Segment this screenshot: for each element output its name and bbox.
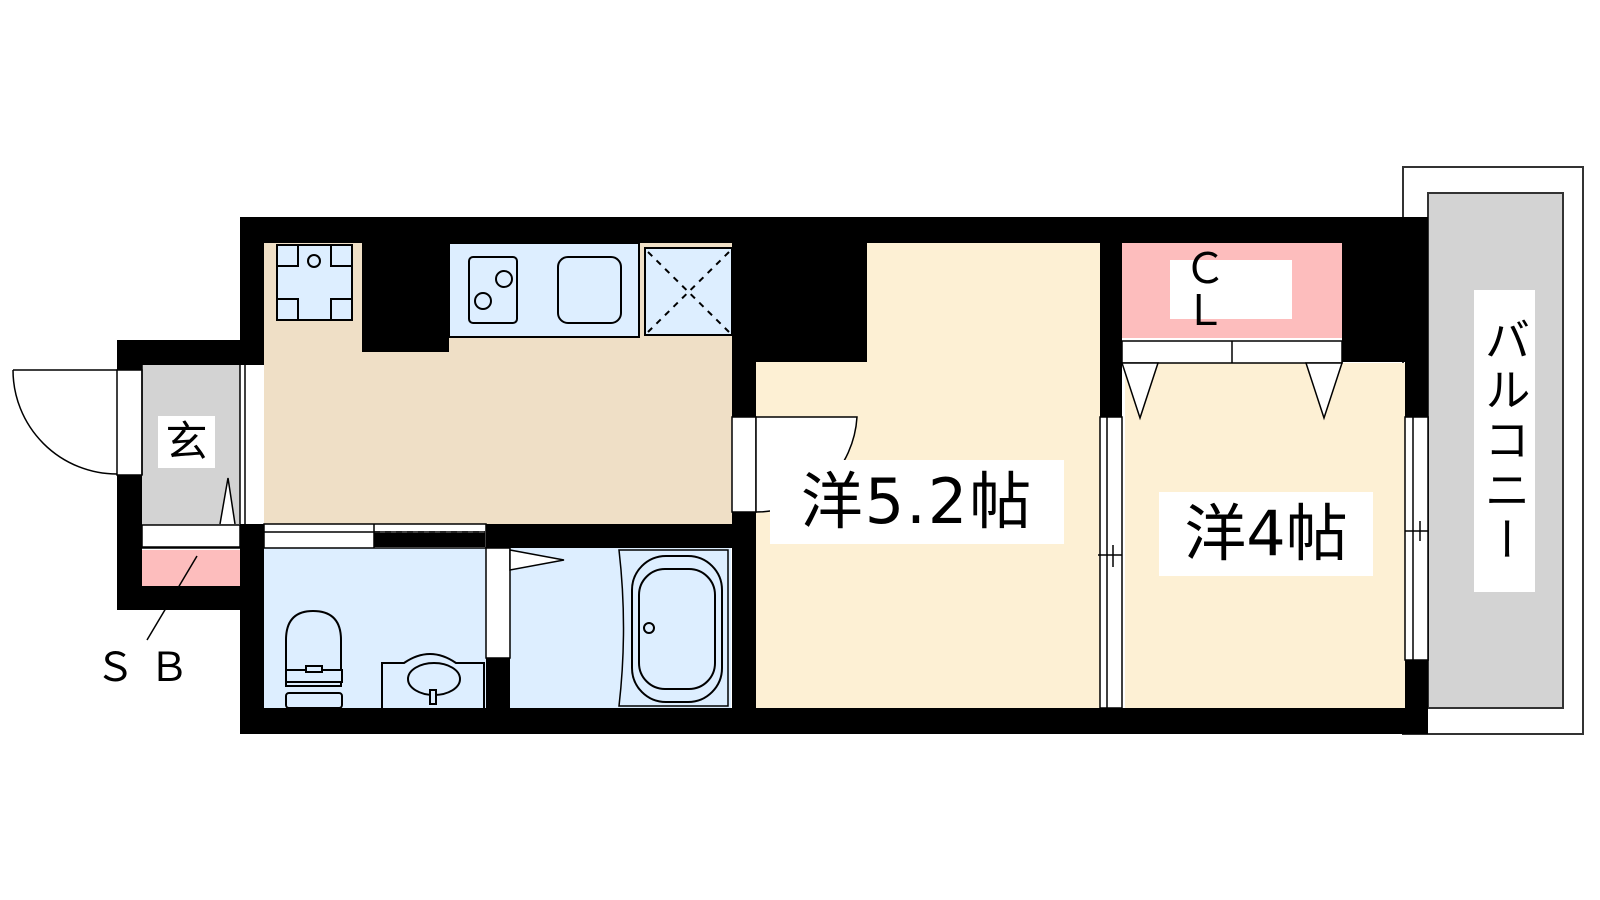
sb-leader-line [146, 555, 198, 641]
toilet-icon [285, 609, 343, 709]
bathroom-door[interactable] [485, 547, 565, 659]
balcony [1402, 166, 1584, 735]
western-room-2-label: 洋4帖 [1159, 492, 1373, 576]
bathtub-icon [618, 549, 729, 707]
balcony-label: バルコニー [1474, 290, 1535, 592]
kitchen-counter [448, 242, 640, 338]
wash-basin-icon [381, 653, 485, 708]
balcony-window[interactable] [1404, 416, 1429, 661]
refrigerator-space [644, 247, 733, 336]
closet-doors[interactable] [1120, 340, 1344, 421]
walls [117, 217, 1428, 734]
closet-label: ＣＬ [1170, 247, 1292, 331]
washing-machine-pan [276, 244, 353, 321]
shoe-box [142, 550, 240, 586]
gas-stove-icon [468, 256, 518, 324]
genkan-label: 玄 [158, 416, 215, 468]
room-sliding-door[interactable] [1098, 416, 1123, 709]
shoe-box-label: ＳＢ [95, 646, 203, 690]
kitchen-sink-icon [557, 256, 622, 324]
western-room-1-label: 洋5.2帖 [770, 460, 1064, 544]
genkan-details [141, 365, 246, 641]
washroom-sliding-door[interactable] [263, 523, 487, 549]
entry-door[interactable] [12, 365, 143, 476]
